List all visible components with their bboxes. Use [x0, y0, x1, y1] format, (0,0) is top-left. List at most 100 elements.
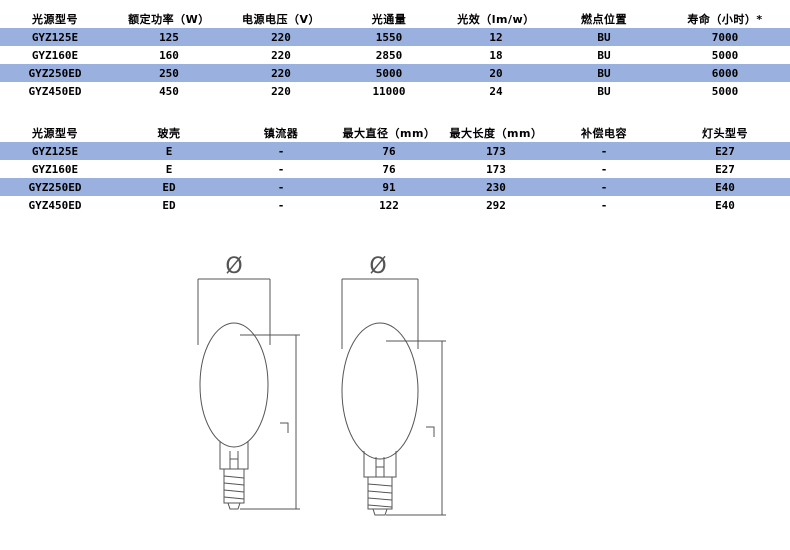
col-header-power: 额定功率（W） [128, 13, 210, 26]
table-cell: GYZ450ED [28, 198, 82, 212]
spec-table-dimensions: 光源型号 玻壳 镇流器 最大直径（mm） 最大长度（mm） 补偿电容 灯头型号 … [0, 124, 790, 214]
table-cell: 292 [486, 198, 506, 212]
table-cell: E [110, 142, 228, 160]
table-cell: 173 [444, 142, 548, 160]
table-cell: GYZ160E [31, 162, 79, 176]
table-cell: GYZ250ED [0, 178, 110, 196]
thread-line [367, 490, 393, 494]
table-cell: GYZ125E [0, 142, 110, 160]
table-header-row: 光源型号 玻壳 镇流器 最大直径（mm） 最大长度（mm） 补偿电容 灯头型号 [0, 124, 790, 142]
thread-line [223, 482, 245, 486]
thread-line [367, 504, 393, 508]
table-row: GYZ250ED ED - 91 230 - E40 [0, 178, 790, 196]
diameter-symbol: Ø [369, 254, 386, 279]
col-header-ballast: 镇流器 [263, 127, 299, 140]
table-row: GYZ125E 125 220 1550 12 BU 7000 [0, 28, 790, 46]
table-cell: 220 [271, 48, 291, 62]
table-cell: BU [597, 48, 611, 62]
table-cell: 220 [228, 28, 334, 46]
bulb-neck [219, 441, 249, 470]
table-cell: 20 [444, 64, 548, 82]
lamp-dimension-drawing: Ø Ø [197, 254, 446, 516]
table-cell: 76 [334, 142, 444, 160]
col-header-life: 寿命（小时）* [687, 13, 763, 26]
col-header-model: 光源型号 [32, 13, 78, 26]
table-cell: E27 [715, 162, 735, 176]
table-cell: - [548, 178, 660, 196]
table-cell: E27 [660, 142, 790, 160]
table-cell: 5000 [334, 64, 444, 82]
length-symbol [426, 426, 435, 437]
length-symbol [280, 422, 289, 433]
table-cell: 5000 [711, 84, 739, 98]
table-cell: 220 [228, 64, 334, 82]
lamp-ed-drawing: Ø [341, 254, 446, 516]
table-cell: 220 [271, 84, 291, 98]
table-cell: ED [110, 178, 228, 196]
table-cell: GYZ125E [0, 28, 110, 46]
table-cell: ED [162, 198, 176, 212]
table-cell: E [165, 162, 173, 176]
table-cell: 18 [489, 48, 503, 62]
table-row: GYZ160E 160 220 2850 18 BU 5000 [0, 46, 790, 64]
col-header-voltage: 电源电压（V） [241, 13, 320, 26]
table-cell: - [228, 142, 334, 160]
thread-line [223, 475, 245, 479]
table-header-row: 光源型号 额定功率（W） 电源电压（V） 光通量 光效（lm/w） 燃点位置 寿… [0, 10, 790, 28]
col-header-burning-position: 燃点位置 [581, 13, 627, 26]
table-cell: BU [548, 64, 660, 82]
table-cell: 122 [379, 198, 399, 212]
table-cell: 450 [159, 84, 179, 98]
table-cell: 24 [489, 84, 503, 98]
bulb-outline [341, 322, 419, 460]
table-cell: - [228, 178, 334, 196]
base-contact [227, 502, 241, 510]
table-row: GYZ250ED 250 220 5000 20 BU 6000 [0, 64, 790, 82]
table-cell: 91 [334, 178, 444, 196]
thread-line [367, 497, 393, 501]
table-cell: 2850 [375, 48, 403, 62]
table-cell: BU [597, 84, 611, 98]
table-cell: - [277, 198, 285, 212]
col-header-efficacy: 光效（lm/w） [457, 13, 535, 26]
bulb-neck [363, 451, 397, 478]
table-cell: 125 [110, 28, 228, 46]
col-header-capacitor: 补偿电容 [581, 127, 627, 140]
table-cell: 1550 [334, 28, 444, 46]
table-cell: 250 [110, 64, 228, 82]
screw-base [223, 469, 245, 504]
table-cell: GYZ450ED [28, 84, 82, 98]
table-cell: 7000 [660, 28, 790, 46]
base-contact [372, 508, 388, 516]
col-header-model: 光源型号 [32, 127, 78, 140]
bulb-outline [199, 322, 269, 448]
stem-block [375, 466, 385, 478]
table-row: GYZ125E E - 76 173 - E27 [0, 142, 790, 160]
table-cell: 6000 [660, 64, 790, 82]
table-cell: 173 [486, 162, 506, 176]
table-row: GYZ160E E - 76 173 - E27 [0, 160, 790, 178]
table-cell: E40 [660, 178, 790, 196]
spec-table-electrical: 光源型号 额定功率（W） 电源电压（V） 光通量 光效（lm/w） 燃点位置 寿… [0, 10, 790, 100]
table-cell: - [600, 198, 608, 212]
col-header-max-diameter: 最大直径（mm） [342, 127, 436, 140]
stem-block [229, 458, 239, 470]
table-cell: BU [548, 28, 660, 46]
lamp-e-drawing: Ø [197, 254, 300, 510]
table-cell: 5000 [711, 48, 739, 62]
table-cell: 230 [444, 178, 548, 196]
table-cell: GYZ250ED [0, 64, 110, 82]
thread-line [223, 496, 245, 500]
col-header-flux: 光通量 [371, 13, 407, 26]
table-cell: 76 [382, 162, 396, 176]
thread-line [367, 483, 393, 487]
table-cell: - [548, 142, 660, 160]
thread-line [223, 489, 245, 493]
table-cell: 160 [159, 48, 179, 62]
table-cell: E40 [715, 198, 735, 212]
table-cell: 11000 [372, 84, 406, 98]
col-header-bulb: 玻壳 [157, 127, 181, 140]
table-row: GYZ450ED ED - 122 292 - E40 [0, 196, 790, 214]
diameter-symbol: Ø [225, 254, 242, 279]
table-cell: GYZ160E [31, 48, 79, 62]
